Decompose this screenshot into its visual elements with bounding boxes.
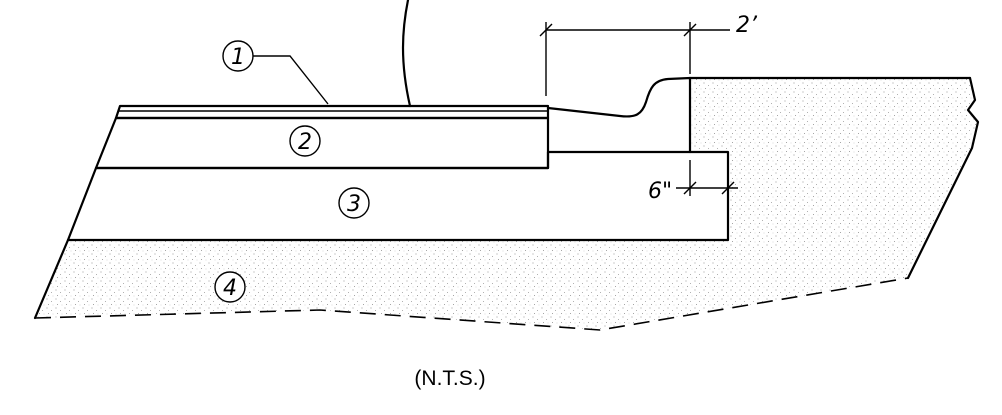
subbase-layer [66,150,730,242]
soil-left-edge [33,238,70,320]
dimension-curb-width: 2’ [539,13,758,96]
gravel-base-layer [94,116,550,170]
callout-2: 2 [289,125,321,157]
dimension-curb-width-label: 2’ [736,13,758,38]
overhead-line [401,0,412,108]
callout-1-label: 1 [231,45,245,70]
callout-1: 1 [222,40,329,105]
scale-note: (N.T.S.) [414,367,485,390]
callout-3: 3 [338,187,370,219]
native-soil-layer [35,78,978,330]
callout-4-label: 4 [223,276,237,301]
dimension-subbase-extension-label: 6" [648,179,672,204]
surface-course-layer [114,104,550,120]
soil-right-breakline [906,76,980,280]
soil-lower-boundary [34,277,909,331]
callout-3-label: 3 [347,192,361,217]
callout-4: 4 [214,271,246,303]
curb-profile [546,76,692,154]
dimension-subbase-extension: 6" [648,160,738,204]
callout-2-label: 2 [298,130,312,155]
